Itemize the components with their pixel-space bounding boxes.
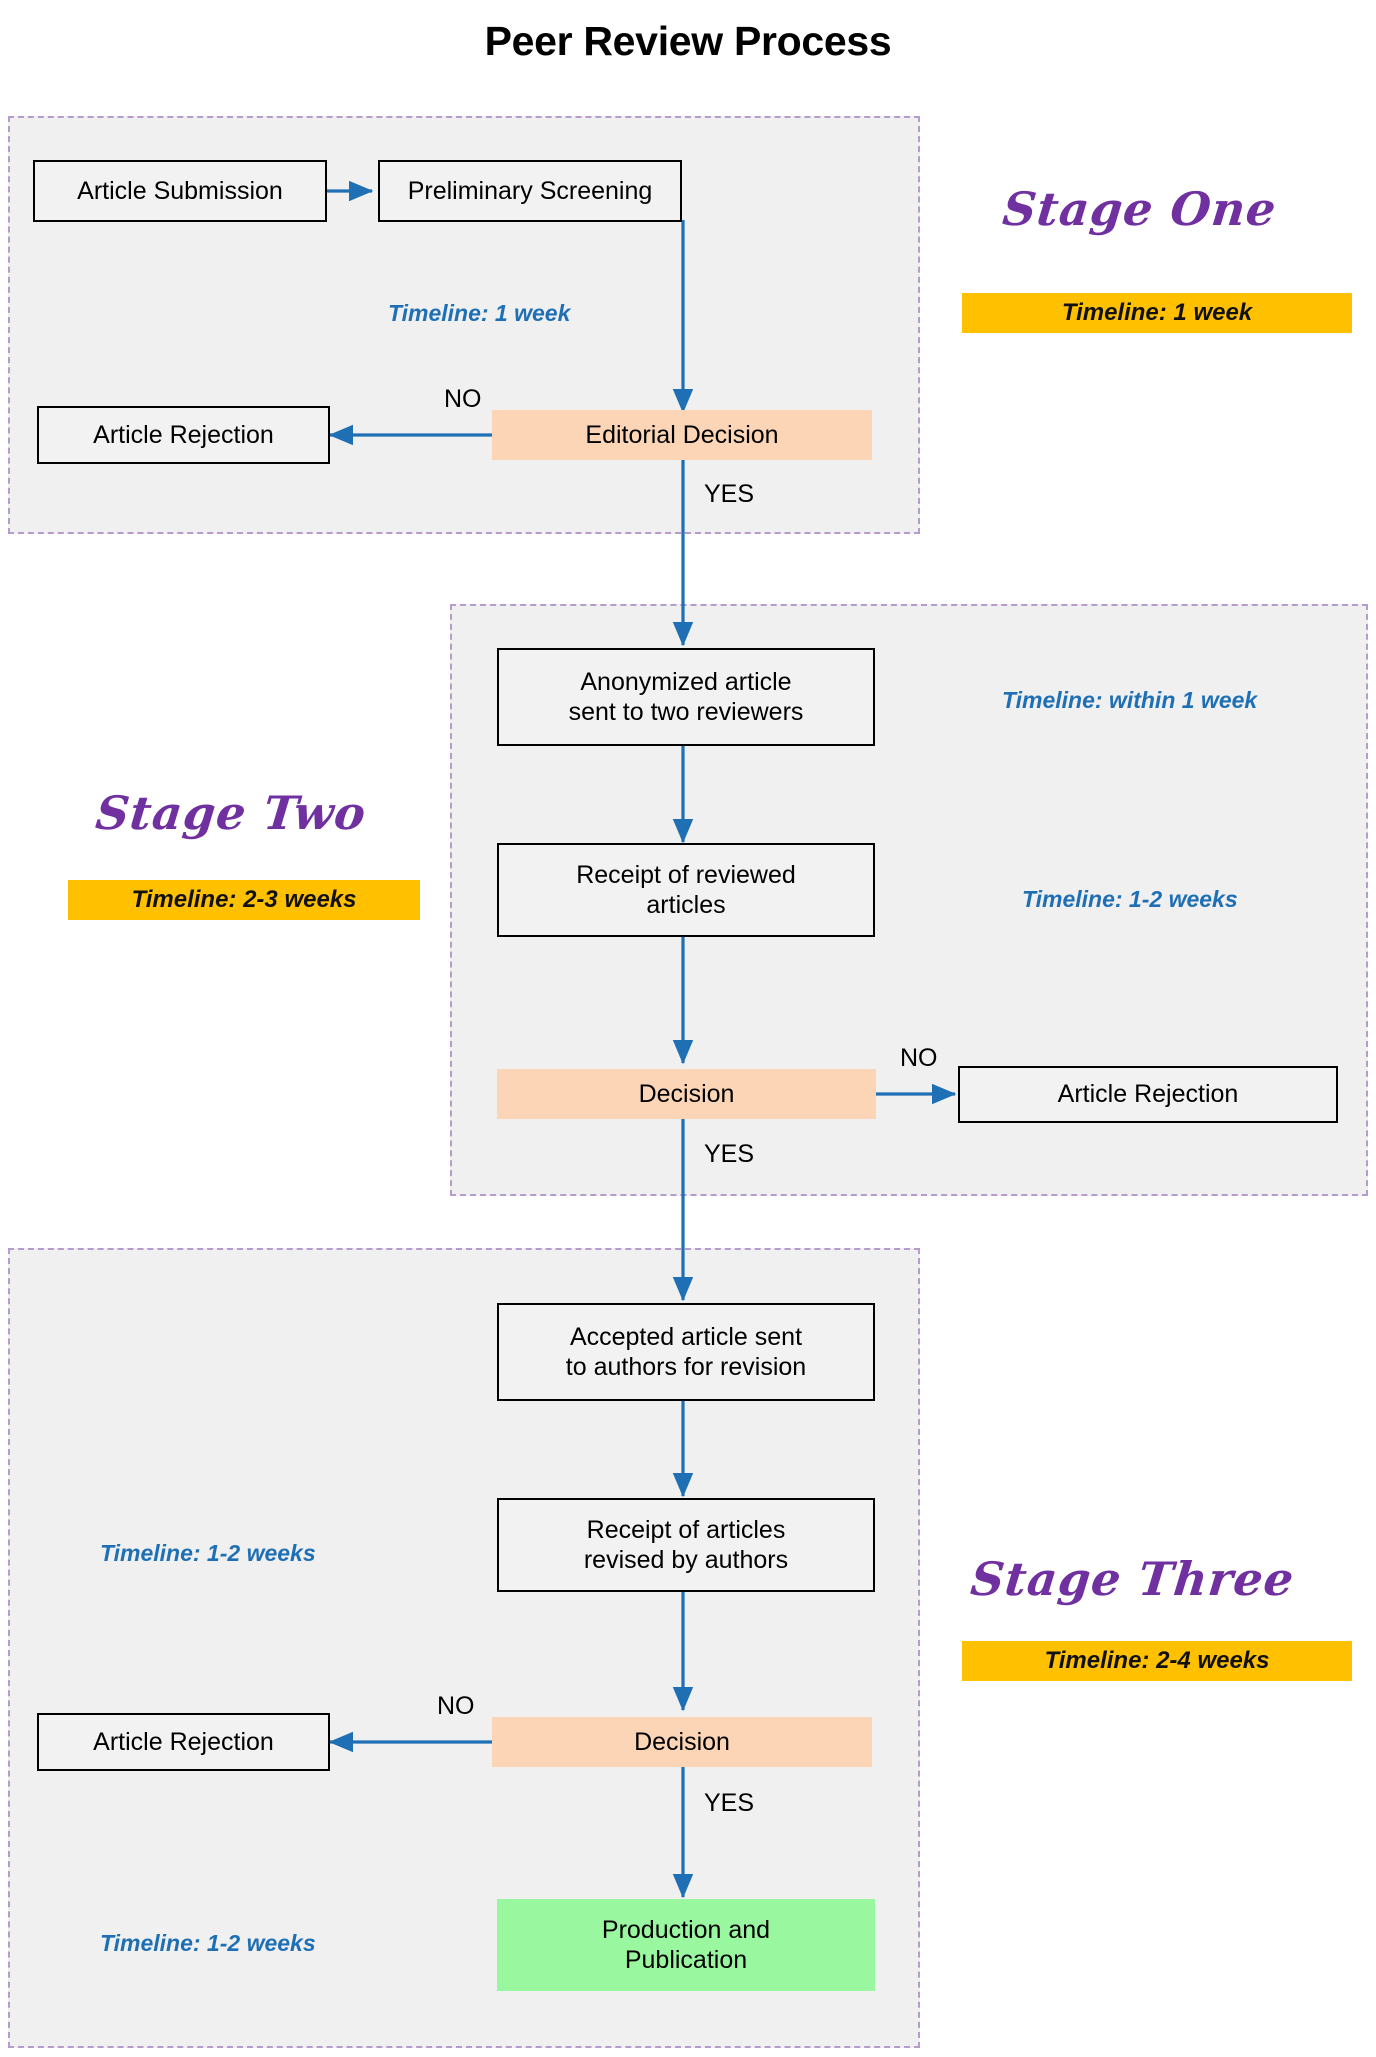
node-label-line1: Receipt of articles bbox=[586, 1515, 786, 1544]
node-label: Preliminary Screening bbox=[407, 176, 653, 205]
node-article-rejection-stage-three[interactable]: Article Rejection bbox=[37, 1713, 330, 1771]
node-label: Decision bbox=[638, 1079, 735, 1108]
node-label-line2: Publication bbox=[624, 1946, 748, 1974]
node-label-line1: Production and bbox=[601, 1915, 771, 1944]
node-label: Anonymized article sent to two reviewers bbox=[569, 667, 804, 728]
edge-label-no-stage-one: NO bbox=[444, 385, 482, 413]
edge-label-yes-stage-two: YES bbox=[704, 1140, 755, 1168]
node-label-line2: to authors for revision bbox=[565, 1353, 807, 1381]
node-label: Editorial Decision bbox=[585, 420, 779, 449]
node-label: Receipt of reviewed articles bbox=[576, 860, 796, 921]
page-title: Peer Review Process bbox=[484, 18, 892, 64]
node-label: Receipt of articles revised by authors bbox=[584, 1515, 788, 1576]
node-label-line1: Anonymized article bbox=[580, 667, 792, 696]
node-accepted-article[interactable]: Accepted article sent to authors for rev… bbox=[497, 1303, 875, 1401]
stage-three-inline-timeline-1: Timeline: 1-2 weeks bbox=[100, 1540, 316, 1566]
stage-three-title: Stage Three bbox=[968, 1552, 1298, 1606]
stage-three-inline-timeline-2: Timeline: 1-2 weeks bbox=[100, 1930, 316, 1956]
node-label-line2: sent to two reviewers bbox=[568, 698, 804, 726]
node-anonymized-article[interactable]: Anonymized article sent to two reviewers bbox=[497, 648, 875, 746]
node-label-line2: articles bbox=[646, 891, 726, 919]
stage-two-badge: Timeline: 2-3 weeks bbox=[68, 880, 420, 920]
node-article-rejection-stage-one[interactable]: Article Rejection bbox=[37, 406, 330, 464]
stage-two-inline-timeline-1: Timeline: within 1 week bbox=[1002, 687, 1258, 713]
edge-label-no-stage-three: NO bbox=[437, 1692, 475, 1720]
stage-three-badge: Timeline: 2-4 weeks bbox=[962, 1641, 1352, 1681]
node-decision-stage-three[interactable]: Decision bbox=[492, 1717, 872, 1767]
stage-two-inline-timeline-2: Timeline: 1-2 weeks bbox=[1022, 886, 1238, 912]
node-receipt-reviewed-articles[interactable]: Receipt of reviewed articles bbox=[497, 843, 875, 937]
node-label-line2: revised by authors bbox=[583, 1546, 789, 1574]
node-preliminary-screening[interactable]: Preliminary Screening bbox=[378, 160, 682, 222]
node-decision-stage-two[interactable]: Decision bbox=[497, 1069, 876, 1119]
node-editorial-decision[interactable]: Editorial Decision bbox=[492, 410, 872, 460]
node-receipt-revised-articles[interactable]: Receipt of articles revised by authors bbox=[497, 1498, 875, 1592]
node-label: Production and Publication bbox=[602, 1915, 770, 1976]
edge-label-yes-stage-three: YES bbox=[704, 1789, 755, 1817]
edge-label-yes-stage-one: YES bbox=[704, 480, 755, 508]
node-label: Article Rejection bbox=[93, 420, 274, 449]
node-production-publication[interactable]: Production and Publication bbox=[497, 1899, 875, 1991]
node-label: Accepted article sent to authors for rev… bbox=[566, 1322, 806, 1383]
node-article-submission[interactable]: Article Submission bbox=[33, 160, 327, 222]
node-label-line1: Receipt of reviewed bbox=[576, 860, 796, 889]
stage-two-title: Stage Two bbox=[93, 786, 370, 840]
node-label: Article Submission bbox=[77, 176, 283, 205]
node-label: Article Rejection bbox=[1057, 1080, 1239, 1109]
node-article-rejection-stage-two[interactable]: Article Rejection bbox=[958, 1066, 1338, 1123]
stage-one-title: Stage One bbox=[1000, 182, 1280, 236]
edge-label-no-stage-two: NO bbox=[900, 1044, 938, 1072]
stage-one-inline-timeline: Timeline: 1 week bbox=[388, 300, 571, 326]
node-label: Article Rejection bbox=[93, 1727, 274, 1756]
stage-one-badge: Timeline: 1 week bbox=[962, 293, 1352, 333]
node-label-line1: Accepted article sent bbox=[569, 1322, 803, 1351]
node-label: Decision bbox=[634, 1727, 730, 1756]
